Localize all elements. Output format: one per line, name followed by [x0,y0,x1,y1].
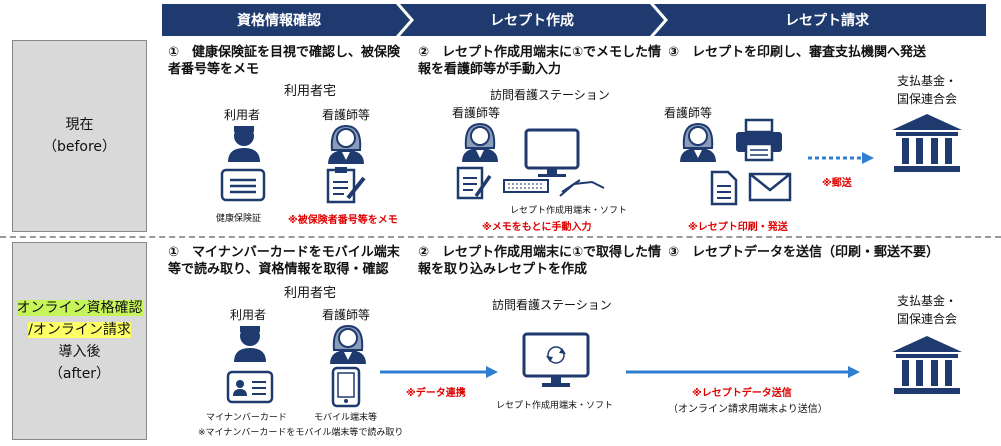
before-station-label: 訪問看護ステーション [490,88,610,102]
after-step2: ② レセプト作成用端末に①で取得した情報を取り込みレセプトを作成 [418,245,662,277]
nurse-icon-after [330,324,366,364]
before-fund-line1: 支払基金・ [896,74,957,88]
printer-icon [736,118,782,162]
user-icon [228,126,260,162]
phase-chevron-2 [400,4,664,36]
before-nurse2-label: 看護師等 [452,106,501,120]
after-fund-line2: 国保連合会 [896,312,957,326]
phase-label-2: レセプト作成 [490,13,574,29]
after-step1: ① マイナンバーカードをモバイル端末等で読み取り、資格情報を取得・確認 [168,245,400,277]
before-home-label: 利用者宅 [284,84,337,99]
before-label-line2: （before） [42,139,117,155]
after-data-link-note: ※データ連携 [406,388,466,399]
document-icon [710,170,738,206]
mail-arrow [808,152,874,164]
nurse-icon-2 [462,122,498,162]
section-divider [0,236,1001,238]
phase-chevron-1 [162,4,410,36]
envelope-icon [748,172,792,202]
fund-building-icon-after [892,336,962,394]
after-step3: ③ レセプトデータを送信（印刷・郵送不要） [668,245,940,260]
before-nurse3-label: 看護師等 [664,106,713,120]
insurance-card-label: 健康保険証 [216,214,262,224]
after-send-sub: （オンライン請求用端末より送信） [668,404,828,415]
insurance-card-icon [220,168,266,202]
after-label: オンライン資格確認 /オンライン請求 導入後 （after） [12,242,147,440]
mobile-device-icon [331,366,361,408]
after-read-note: ※マイナンバーカードをモバイル端末等で読み取り [198,428,404,438]
before-nurse-label: 看護師等 [322,108,371,122]
after-home-label: 利用者宅 [284,286,337,301]
mynumber-card-icon [226,370,274,404]
phase-label-3: レセプト請求 [785,13,869,29]
after-terminal-label: レセプト作成用端末・ソフト [496,401,614,411]
before-label-line1: 現在 [65,117,94,133]
after-label-part1: オンライン資格確認 [16,300,143,316]
before-manual-note: ※メモをもとに手動入力 [482,222,592,233]
before-memo-note: ※被保険者番号等をメモ [288,215,398,226]
nurse-icon [328,124,364,164]
before-step1: ① 健康保険証を目視で確認し、被保険者番号等をメモ [168,45,401,77]
terminal-monitor-icon [522,332,590,387]
before-terminal-label: レセプト作成用端末・ソフト [510,206,628,216]
before-mail-note: ※郵送 [822,178,852,189]
before-label: 現在 （before） [12,40,147,232]
after-mobile-label: モバイル端末等 [314,413,378,423]
phase-chevron-3 [654,4,986,36]
after-label-line3: 導入後 [58,344,101,360]
after-card-label: マイナンバーカード [206,413,287,423]
nurse-icon-3 [680,122,716,162]
after-station-label: 訪問看護ステーション [492,298,612,312]
fund-building-icon [892,114,962,172]
before-step3: ③ レセプトを印刷し、審査支払機関へ発送 [668,45,927,60]
memo-icon-2 [456,166,492,200]
computer-icon [503,128,605,197]
before-step2: ② レセプト作成用端末に①でメモした情報を看護師等が手動入力 [418,45,662,77]
before-print-note: ※レセプト印刷・発送 [688,222,788,233]
after-nurse-label: 看護師等 [322,308,371,322]
before-fund-line2: 国保連合会 [896,92,957,106]
memo-icon [326,167,366,204]
phase-label-1: 資格情報確認 [237,13,321,29]
before-user-label: 利用者 [224,108,261,122]
after-send-note: ※レセプトデータ送信 [692,388,792,399]
after-user-label: 利用者 [230,308,267,322]
data-send-arrow [626,366,860,378]
phase-header [162,4,986,36]
user-icon-after [234,326,266,362]
after-label-line4: （after） [48,366,111,382]
after-fund-line1: 支払基金・ [896,294,957,308]
after-label-part2: /オンライン請求 [28,322,131,338]
data-link-arrow [380,366,498,378]
